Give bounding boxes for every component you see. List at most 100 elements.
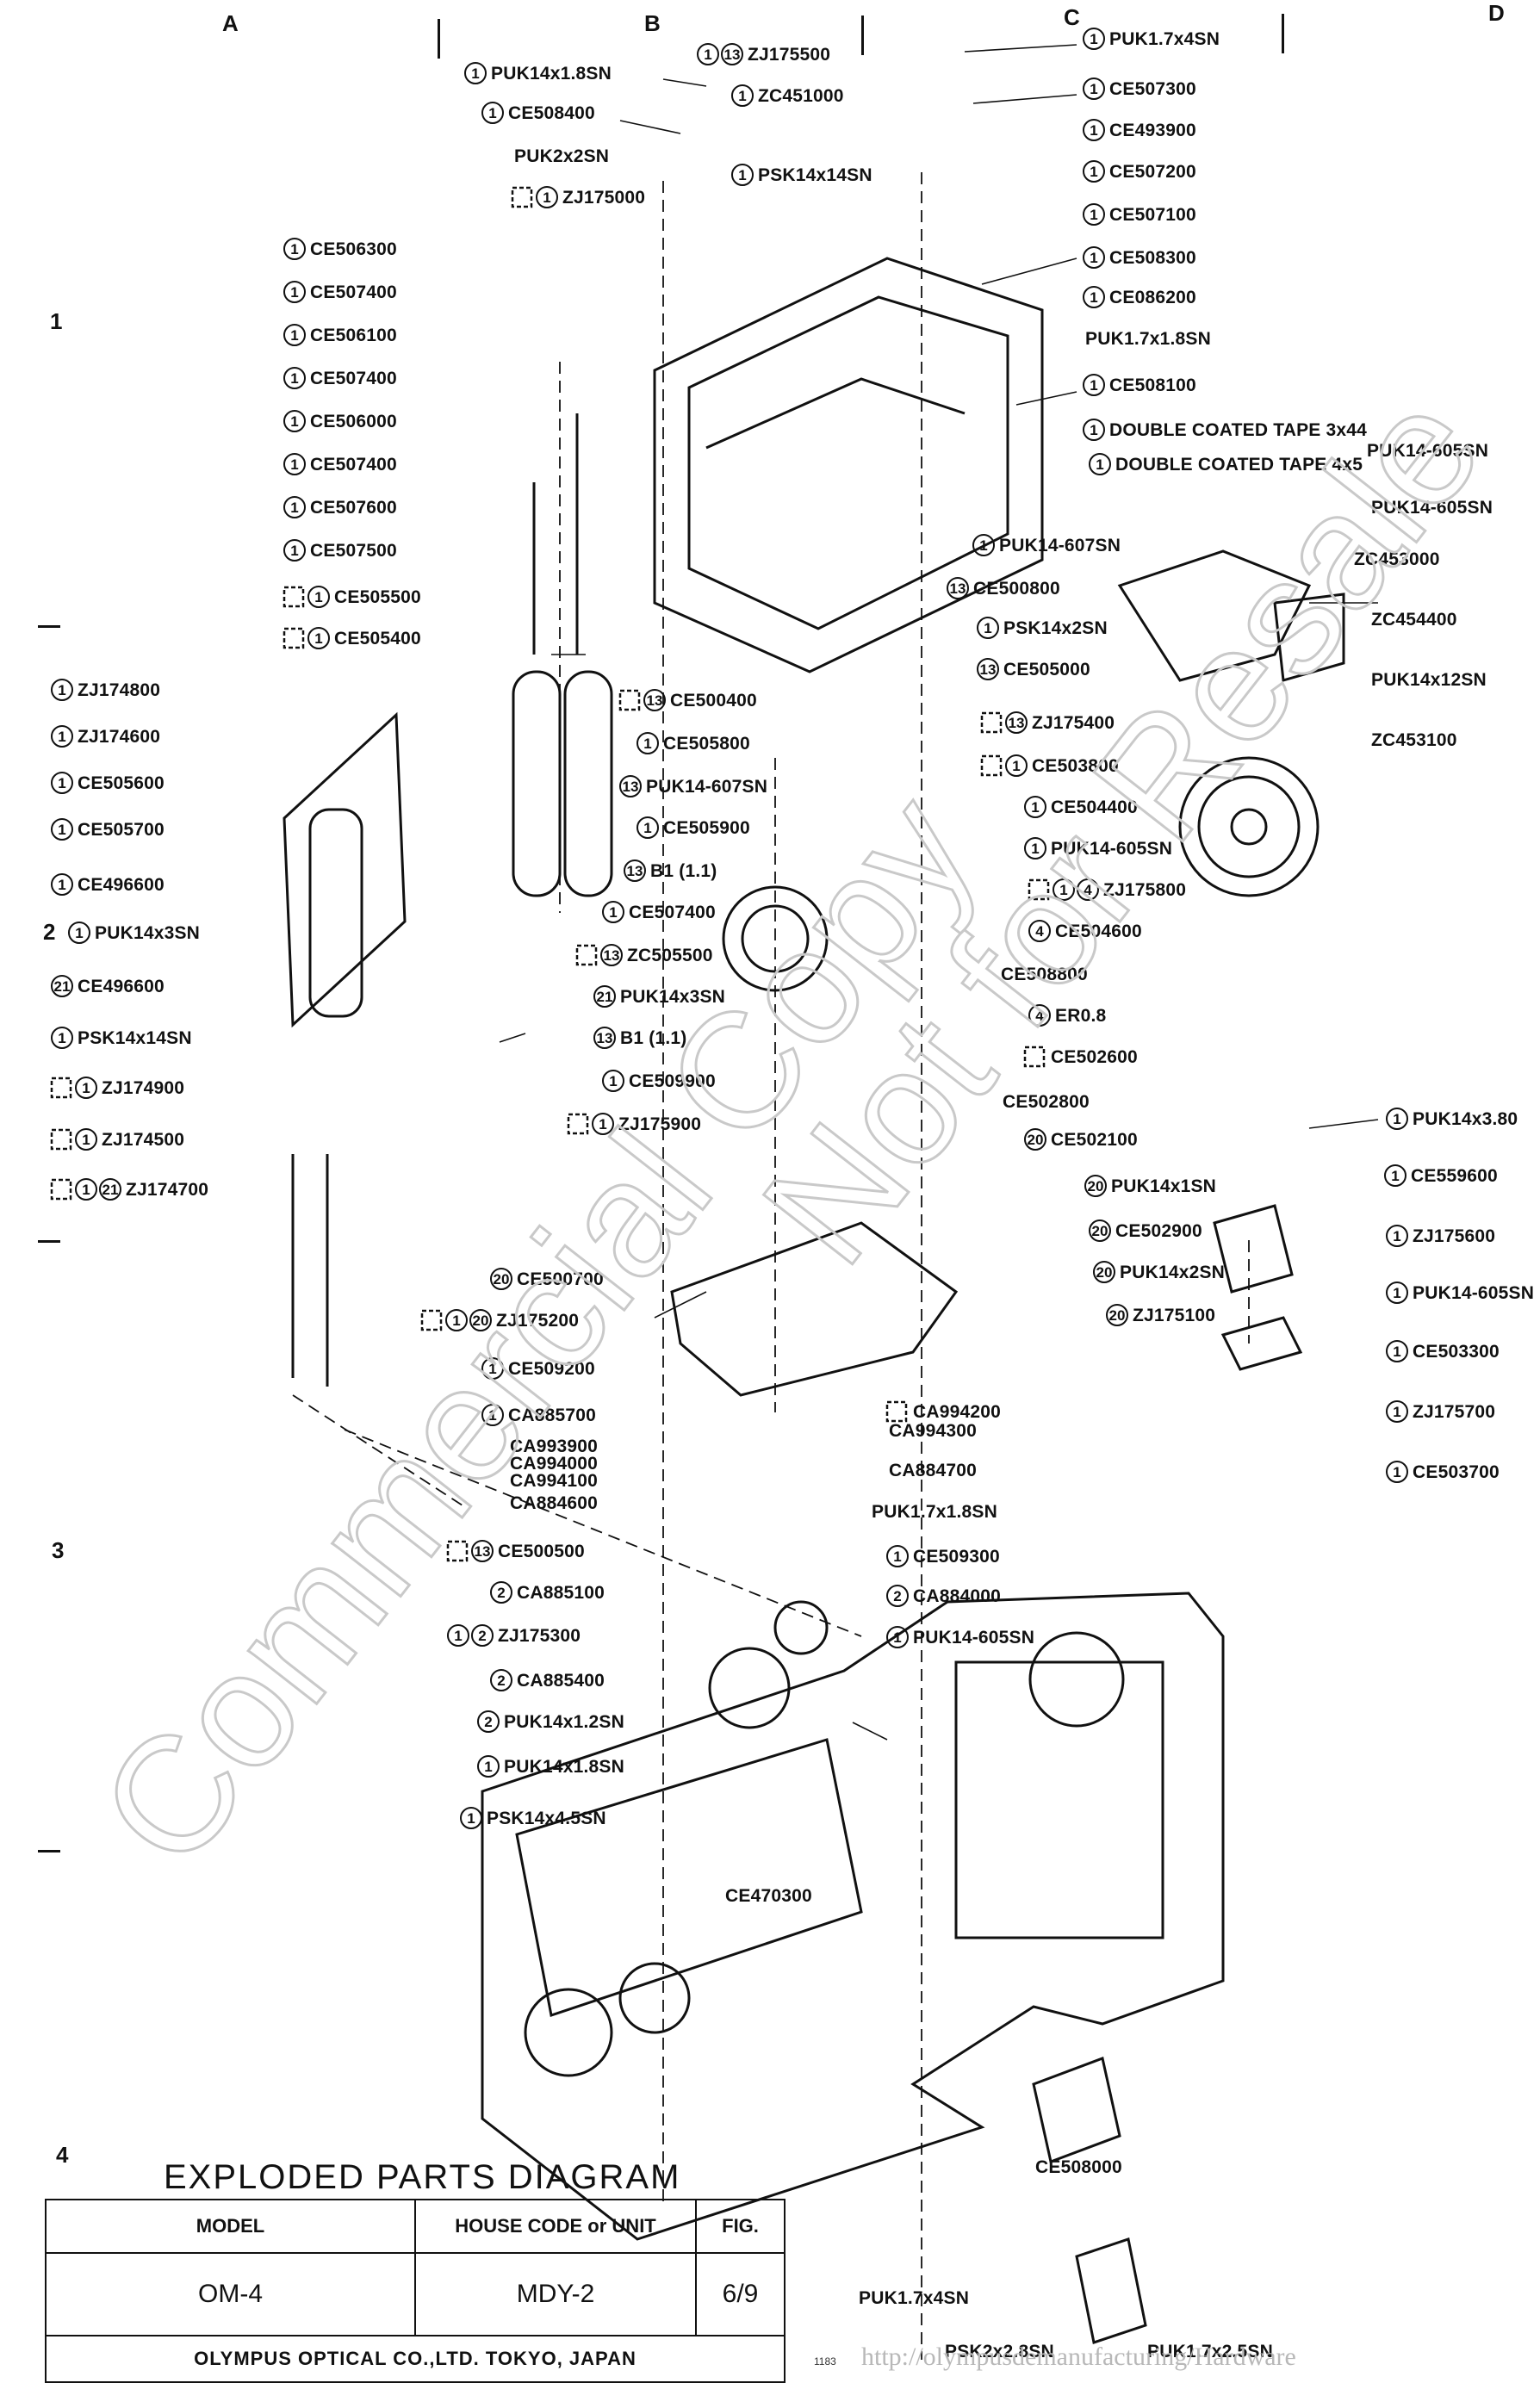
part-label: PUK14-605SN — [1367, 441, 1488, 461]
title-block-table: MODEL HOUSE CODE or UNIT FIG. OM-4 MDY-2… — [45, 2199, 786, 2383]
rewind-hole — [618, 1962, 691, 2034]
part-code: PUK14x12SN — [1371, 670, 1487, 690]
quantity-circle-icon — [460, 1807, 482, 1829]
part-code: CE507300 — [1109, 79, 1196, 99]
part-code: PUK1.7x2.5SN — [1147, 2342, 1273, 2361]
part-quantity: 1 — [290, 543, 298, 559]
quantity-circle-icon — [1084, 1175, 1107, 1197]
part-code: PSK14x4.5SN — [487, 1809, 606, 1828]
part-quantity: 13 — [604, 947, 620, 964]
revision-mark-icon — [575, 944, 598, 966]
part-code: PUK14x3SN — [95, 923, 200, 943]
quantity-circle-icon — [602, 1070, 624, 1092]
part-quantity: 1 — [543, 189, 550, 206]
part-code: CA994100 — [510, 1471, 598, 1491]
quantity-circle-icon — [481, 102, 504, 124]
part-code: PUK14-607SN — [646, 777, 767, 797]
part-code: PUK14x3.80 — [1413, 1109, 1518, 1129]
grid-column-a: A — [222, 10, 239, 36]
part-quantity: 2 — [893, 1588, 901, 1604]
part-quantity: 13 — [1009, 715, 1025, 731]
part-quantity: 1 — [290, 500, 298, 516]
quantity-circle-icon — [283, 238, 306, 260]
part-code: CA993900 — [510, 1437, 598, 1456]
part-code: PSK14x2SN — [1003, 618, 1108, 638]
part-code: ZJ174700 — [126, 1180, 208, 1200]
part-quantity: 1 — [1096, 456, 1103, 473]
gear-zj175300 — [708, 1647, 791, 1729]
part-code: CE507400 — [310, 455, 397, 475]
part-code: ZC451000 — [758, 86, 844, 106]
quantity-circle-icon — [977, 617, 999, 639]
part-quantity: 1 — [58, 682, 65, 698]
quantity-circle-icon — [721, 43, 743, 65]
part-quantity: 1 — [643, 735, 651, 752]
film-gate-window — [515, 1738, 863, 2017]
part-label: PUK2x2SN — [514, 146, 609, 166]
part-quantity: 1 — [1090, 31, 1097, 47]
part-code: CE493900 — [1109, 121, 1196, 140]
part-quantity: 1 — [58, 822, 65, 838]
part-quantity: 1 — [484, 1759, 492, 1775]
part-code: CE086200 — [1109, 288, 1196, 307]
part-code: CA884000 — [913, 1586, 1001, 1606]
part-code: ZJ175500 — [748, 45, 830, 65]
part-quantity: 13 — [647, 692, 663, 709]
part-quantity: 1 — [58, 877, 65, 893]
part-quantity: 1 — [82, 1132, 90, 1148]
part-code: ZC454400 — [1371, 610, 1457, 630]
part-code: CE502600 — [1051, 1047, 1138, 1067]
quantity-circle-icon — [283, 539, 306, 562]
base-plate-zj175200 — [670, 1221, 959, 1397]
quantity-circle-icon — [1089, 453, 1111, 475]
part-code: PUK14x1SN — [1111, 1176, 1216, 1196]
part-quantity: 1 — [82, 1182, 90, 1198]
part-quantity: 1 — [1012, 758, 1020, 774]
leader-lines — [499, 44, 1379, 1741]
quantity-circle-icon — [1083, 419, 1105, 441]
part-quantity: 1 — [488, 105, 496, 121]
part-code: CE505700 — [78, 820, 165, 840]
quantity-circle-icon — [477, 1755, 500, 1778]
part-quantity: 13 — [950, 580, 966, 597]
quantity-circle-icon — [619, 775, 642, 797]
quantity-circle-icon — [51, 725, 73, 748]
revision-mark-icon — [50, 1077, 72, 1099]
quantity-circle-icon — [886, 1626, 909, 1648]
part-label: PUK14x12SN — [1371, 670, 1487, 690]
part-quantity: 1 — [1391, 1168, 1399, 1184]
quantity-circle-icon — [283, 324, 306, 346]
quantity-circle-icon — [445, 1309, 468, 1331]
revision-mark-icon — [1028, 878, 1050, 901]
part-quantity: 13 — [475, 1543, 491, 1560]
part-code: ZJ175800 — [1103, 880, 1186, 900]
quantity-circle-icon — [307, 586, 330, 608]
module-ce503300 — [1220, 1316, 1303, 1371]
unit-header: HOUSE CODE or UNIT — [413, 2199, 698, 2254]
part-code: ZJ175100 — [1133, 1306, 1215, 1325]
part-code: CE507400 — [310, 282, 397, 302]
part-code: CE509900 — [629, 1071, 716, 1091]
